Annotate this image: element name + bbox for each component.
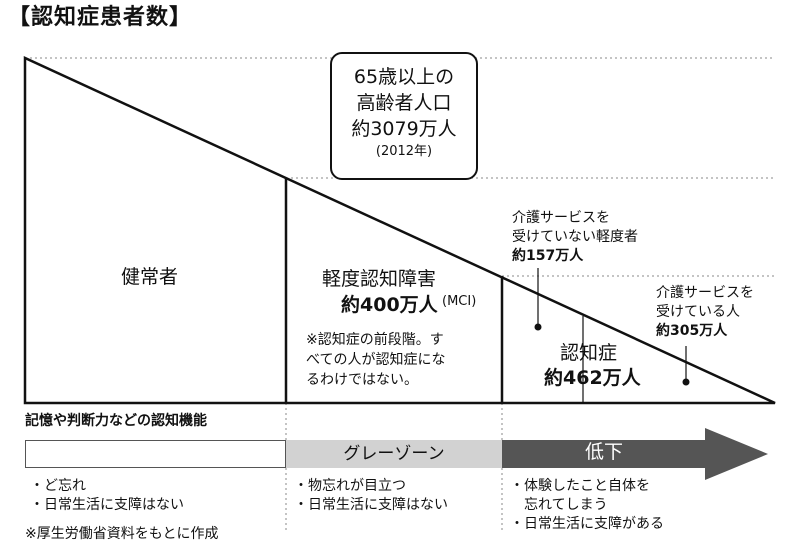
pointer-dot-served [682, 378, 690, 386]
mci-abbr: (MCI) [442, 294, 477, 309]
unserved-count: 約157万人 [512, 248, 584, 264]
mci-note-3: るわけではない。 [306, 372, 418, 388]
mci-label: 軽度認知障害 [322, 268, 437, 290]
mci-function-note-1: ・物忘れが目立つ [294, 478, 406, 494]
mci-function-note-2: ・日常生活に支障はない [294, 497, 448, 513]
unserved-label-1: 介護サービスを [512, 210, 610, 226]
elderly-line3: 約3079万人 [351, 118, 457, 140]
served-label-2: 受けている人 [656, 304, 740, 320]
page-title: 【認知症患者数】 [8, 5, 193, 30]
decline-arrow [502, 428, 768, 480]
mci-note-1: ※認知症の前段階。す [306, 332, 444, 348]
dementia-label: 認知症 [560, 342, 618, 364]
dementia-note-3: ・日常生活に支障がある [510, 516, 664, 532]
elderly-line1: 65歳以上の [353, 66, 455, 88]
healthy-note-2: ・日常生活に支障はない [30, 497, 184, 513]
normal-zone [25, 440, 286, 468]
pointer-dot-unserved [534, 323, 542, 331]
decline-label: 低下 [585, 441, 624, 463]
healthy-label: 健常者 [121, 266, 179, 288]
function-bar-label: 記憶や判断力などの認知機能 [25, 413, 207, 429]
population-triangle [23, 56, 776, 405]
elderly-year: (2012年) [375, 144, 433, 159]
gray-zone: グレーゾーン [286, 440, 502, 468]
healthy-note-1: ・ど忘れ [30, 478, 86, 494]
served-label-1: 介護サービスを [656, 285, 754, 301]
dementia-count: 約462万人 [544, 367, 641, 389]
dementia-note-1: ・体験したこと自体を [510, 478, 650, 494]
source-note: ※厚生労働省資料をもとに作成 [25, 526, 219, 542]
elderly-line2: 高齢者人口 [356, 92, 452, 114]
unserved-label-2: 受けていない軽度者 [512, 229, 638, 245]
served-count: 約305万人 [656, 323, 728, 339]
mci-count: 約400万人 [341, 294, 438, 316]
dementia-note-2: 忘れてしまう [510, 497, 608, 513]
mci-note-2: べての人が認知症にな [306, 352, 446, 368]
elderly-population-box: 65歳以上の 高齢者人口 約3079万人 (2012年) [330, 52, 478, 180]
